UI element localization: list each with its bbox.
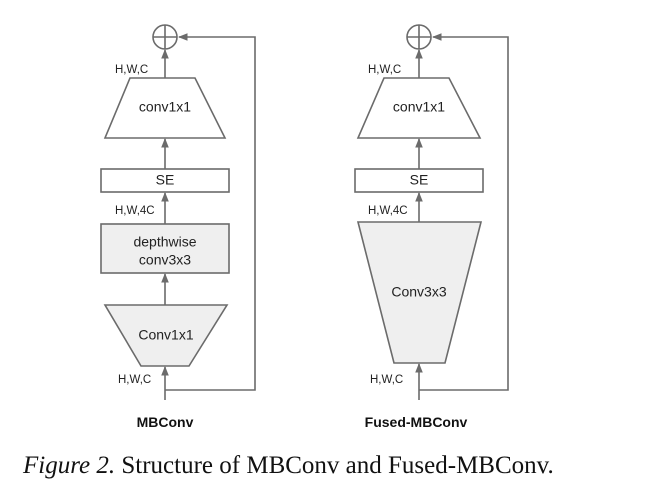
conv1x1-expand-block [103, 304, 229, 367]
se-label: SE [156, 172, 175, 188]
conv3x3-label: Conv3x3 [391, 284, 446, 300]
mbconv-title: MBConv [137, 414, 194, 430]
conv1x1-expand-label: Conv1x1 [138, 327, 193, 343]
mbconv-diagram: Conv1x1 depthwise conv3x3 H,W,4C SE conv… [100, 24, 256, 430]
conv1x1-project-block [103, 77, 227, 139]
conv3x3-block [356, 221, 483, 364]
dim-label-input: H,W,C [118, 374, 151, 386]
figure-label: Figure 2. [23, 452, 116, 479]
conv1x1-project-block [356, 77, 482, 139]
dim-label-output: H,W,C [115, 64, 148, 76]
conv1x1-project-label: conv1x1 [393, 99, 445, 115]
add-icon [406, 24, 432, 50]
skip-connection [165, 33, 256, 391]
dim-label-expanded: H,W,4C [115, 205, 155, 217]
depthwise-label-line1: depthwise [133, 234, 196, 250]
dim-label-input: H,W,C [370, 374, 403, 386]
fused-mbconv-diagram: Conv3x3 H,W,4C SE conv1x1 H,W,C H,W,C Fu… [354, 24, 509, 430]
caption-text: Structure of MBConv and Fused-MBConv. [115, 452, 554, 479]
conv1x1-project-label: conv1x1 [139, 99, 191, 115]
depthwise-label-line2: conv3x3 [139, 252, 191, 268]
dim-label-output: H,W,C [368, 64, 401, 76]
se-label: SE [410, 172, 429, 188]
dim-label-expanded: H,W,4C [368, 205, 408, 217]
fused-mbconv-title: Fused-MBConv [365, 414, 468, 430]
skip-connection [419, 33, 509, 391]
figure-caption: Figure 2. Structure of MBConv and Fused-… [23, 452, 554, 480]
add-icon [152, 24, 178, 50]
depthwise-conv-block [100, 223, 230, 274]
